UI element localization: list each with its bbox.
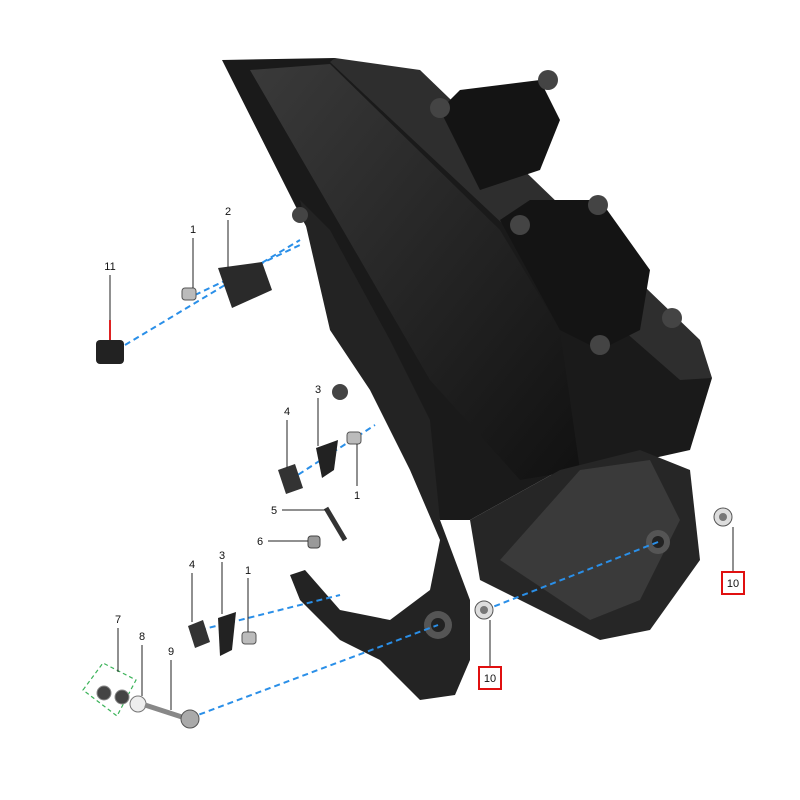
svg-text:1: 1 [190, 224, 196, 236]
callout-10-highlighted[interactable]: 10 [721, 527, 745, 595]
part-2-bracket [218, 262, 272, 308]
svg-text:1: 1 [245, 565, 251, 577]
part-11-sensor [96, 320, 124, 364]
part-5-pin [323, 506, 348, 542]
part-8-washer [129, 695, 147, 713]
svg-text:7: 7 [115, 614, 121, 626]
svg-text:4: 4 [284, 406, 290, 418]
callout-6[interactable]: 6 [257, 536, 308, 548]
svg-text:4: 4 [189, 559, 195, 571]
part-10-nut [474, 600, 494, 620]
part-7-nut-kit [82, 662, 137, 717]
callout-11[interactable]: 11 [104, 261, 116, 320]
svg-text:8: 8 [139, 631, 145, 643]
svg-text:6: 6 [257, 536, 263, 548]
svg-text:2: 2 [225, 206, 231, 218]
svg-text:10: 10 [727, 578, 739, 590]
svg-text:5: 5 [271, 505, 277, 517]
part-1-bolt [241, 631, 257, 645]
callout-9[interactable]: 9 [168, 646, 174, 710]
callout-1[interactable]: 1 [245, 565, 251, 632]
callout-7[interactable]: 7 [115, 614, 121, 672]
part-4-plate [278, 464, 303, 494]
svg-text:11: 11 [104, 261, 115, 273]
svg-text:3: 3 [315, 384, 321, 396]
callout-3[interactable]: 3 [315, 384, 321, 446]
part-9-bolt [144, 702, 200, 729]
part-10-nut [713, 507, 733, 527]
part-1-bolt [181, 287, 197, 301]
svg-text:10: 10 [484, 673, 496, 685]
part-6-bolt [307, 535, 321, 549]
swingarm [222, 58, 712, 700]
callout-10-highlighted[interactable]: 10 [478, 620, 502, 690]
callout-4[interactable]: 4 [189, 559, 195, 622]
callout-4[interactable]: 4 [284, 406, 290, 468]
part-1-bolt [346, 431, 362, 445]
part-4-plate [188, 620, 210, 648]
svg-text:9: 9 [168, 646, 174, 658]
callout-1[interactable]: 1 [190, 224, 196, 288]
callout-8[interactable]: 8 [139, 631, 145, 696]
callout-1[interactable]: 1 [354, 444, 360, 502]
callout-3[interactable]: 3 [219, 550, 225, 614]
svg-text:3: 3 [219, 550, 225, 562]
svg-text:1: 1 [354, 490, 360, 502]
callout-5[interactable]: 5 [271, 505, 326, 517]
part-3-plate [316, 440, 338, 478]
callout-2[interactable]: 2 [225, 206, 231, 268]
part-3-plate [218, 612, 236, 656]
